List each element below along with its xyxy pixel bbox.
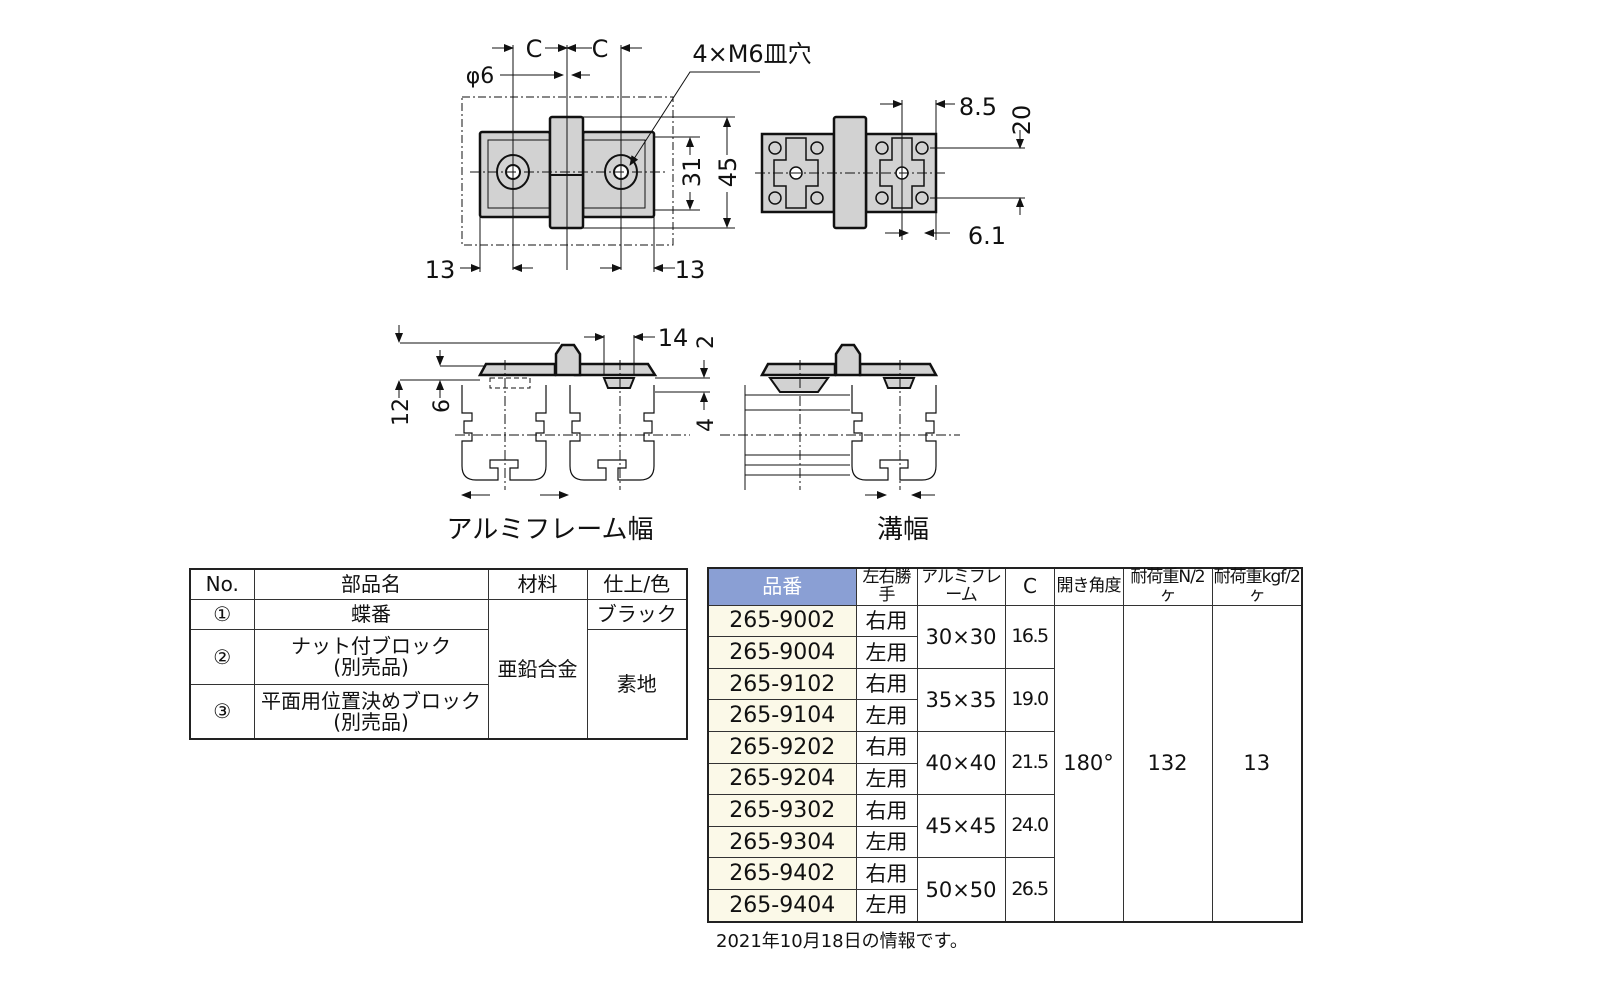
table-row: ③ 平面用位置決めブロック(別売品) — [189, 684, 687, 740]
part-number: 265-9002 — [707, 604, 857, 638]
header-c: C — [1004, 567, 1055, 606]
header-load-kgf: 耐荷重kgf/2ヶ — [1211, 567, 1303, 606]
part-name: ナット付ブロック(別売品) — [253, 629, 489, 685]
finish-black: ブラック — [586, 599, 688, 630]
part-name-line1: ナット付ブロック — [291, 634, 451, 658]
hinge-drawing: C C φ6 4×M6皿穴 31 45 13 13 8.5 20 6.1 — [389, 35, 1036, 545]
part-number: 265-9402 — [707, 857, 857, 891]
frame-size: 45×45 — [916, 794, 1006, 859]
top-view — [460, 44, 760, 272]
dim-31: 31 — [678, 157, 706, 188]
c-value: 21.5 — [1004, 731, 1055, 796]
dim-c-right: C — [592, 35, 609, 63]
part-number: 265-9202 — [707, 731, 857, 764]
table-row: ② ナット付ブロック(別売品) 素地 — [189, 629, 688, 740]
finish-plain: 素地 — [586, 629, 688, 740]
part-name-line2: (別売品) — [333, 709, 409, 734]
part-no: ③ — [189, 684, 255, 740]
load-n: 132 — [1122, 604, 1213, 923]
opening-angle: 180° — [1053, 604, 1124, 923]
table-row: ① 蝶番 亜鉛合金 ブラック — [189, 599, 688, 740]
part-number: 265-9404 — [707, 889, 857, 923]
label-frame-width: アルミフレーム幅 — [447, 515, 654, 545]
header-angle: 開き角度 — [1053, 567, 1124, 606]
dim-12: 12 — [389, 398, 414, 426]
dim-20: 20 — [1008, 105, 1036, 136]
parts-header-row: No. 部品名 材料 仕上/色 — [189, 568, 688, 600]
info-date-note: 2021年10月18日の情報です。 — [716, 931, 968, 952]
part-number: 265-9004 — [707, 636, 857, 669]
dim-4: 4 — [694, 418, 719, 432]
side-view-groove — [720, 343, 960, 499]
header-finish: 仕上/色 — [586, 568, 688, 600]
parts-table: No. 部品名 材料 仕上/色 ① 蝶番 亜鉛合金 ブラック ② ナット付ブロッ… — [189, 568, 688, 740]
hand: 右用 — [855, 667, 918, 701]
hand: 右用 — [855, 604, 918, 638]
c-value: 26.5 — [1004, 857, 1055, 923]
hand: 左用 — [855, 889, 918, 923]
header-load-n: 耐荷重N/2ヶ — [1122, 567, 1213, 606]
spec-header-row: 品番 左右勝手 アルミフレーム C 開き角度 耐荷重N/2ヶ 耐荷重kgf/2ヶ — [707, 567, 1303, 606]
material: 亜鉛合金 — [487, 599, 588, 740]
frame-size: 40×40 — [916, 731, 1006, 796]
hand: 左用 — [855, 699, 918, 733]
header-part-name: 部品名 — [253, 568, 489, 600]
hand: 右用 — [855, 794, 918, 827]
frame-size: 30×30 — [916, 604, 1006, 669]
side-view-frame — [395, 325, 710, 499]
part-number: 265-9104 — [707, 699, 857, 733]
frame-size: 35×35 — [916, 667, 1006, 733]
dim-2: 2 — [694, 335, 719, 349]
c-value: 24.0 — [1004, 794, 1055, 859]
c-value: 19.0 — [1004, 667, 1055, 733]
part-name: 蝶番 — [253, 599, 489, 630]
dim-6-1: 6.1 — [968, 222, 1006, 250]
c-value: 16.5 — [1004, 604, 1055, 669]
hand: 左用 — [855, 825, 918, 859]
header-material: 材料 — [487, 568, 588, 600]
dim-6: 6 — [430, 399, 455, 413]
label-groove-width: 溝幅 — [877, 515, 929, 545]
dim-14: 14 — [658, 324, 689, 352]
dim-8-5: 8.5 — [959, 93, 997, 121]
part-name: 平面用位置決めブロック(別売品) — [253, 684, 489, 740]
part-number: 265-9302 — [707, 794, 857, 827]
frame-size: 50×50 — [916, 857, 1006, 923]
part-name-line2: (別売品) — [333, 655, 409, 679]
dim-13-right: 13 — [675, 256, 706, 284]
part-number: 265-9204 — [707, 762, 857, 796]
header-frame: アルミフレーム — [916, 567, 1006, 606]
part-number: 265-9102 — [707, 667, 857, 701]
load-kgf: 13 — [1211, 604, 1303, 923]
part-name-line1: 平面用位置決めブロック — [261, 688, 481, 713]
part-number: 265-9304 — [707, 825, 857, 859]
part-no: ① — [189, 599, 255, 630]
dim-13-left: 13 — [425, 256, 456, 284]
hand: 右用 — [855, 857, 918, 891]
header-no: No. — [189, 568, 255, 600]
spec-table: 品番 左右勝手 アルミフレーム C 開き角度 耐荷重N/2ヶ 耐荷重kgf/2ヶ… — [707, 567, 1303, 923]
header-part-number: 品番 — [707, 567, 857, 606]
dim-c-left: C — [526, 35, 543, 63]
hand: 右用 — [855, 731, 918, 764]
header-hand: 左右勝手 — [855, 567, 918, 606]
hand: 左用 — [855, 636, 918, 669]
dim-45: 45 — [714, 157, 742, 188]
dim-phi6: φ6 — [466, 64, 495, 89]
hand: 左用 — [855, 762, 918, 796]
bottom-view — [755, 100, 1025, 240]
part-no: ② — [189, 629, 255, 685]
hole-note: 4×M6皿穴 — [692, 40, 811, 68]
